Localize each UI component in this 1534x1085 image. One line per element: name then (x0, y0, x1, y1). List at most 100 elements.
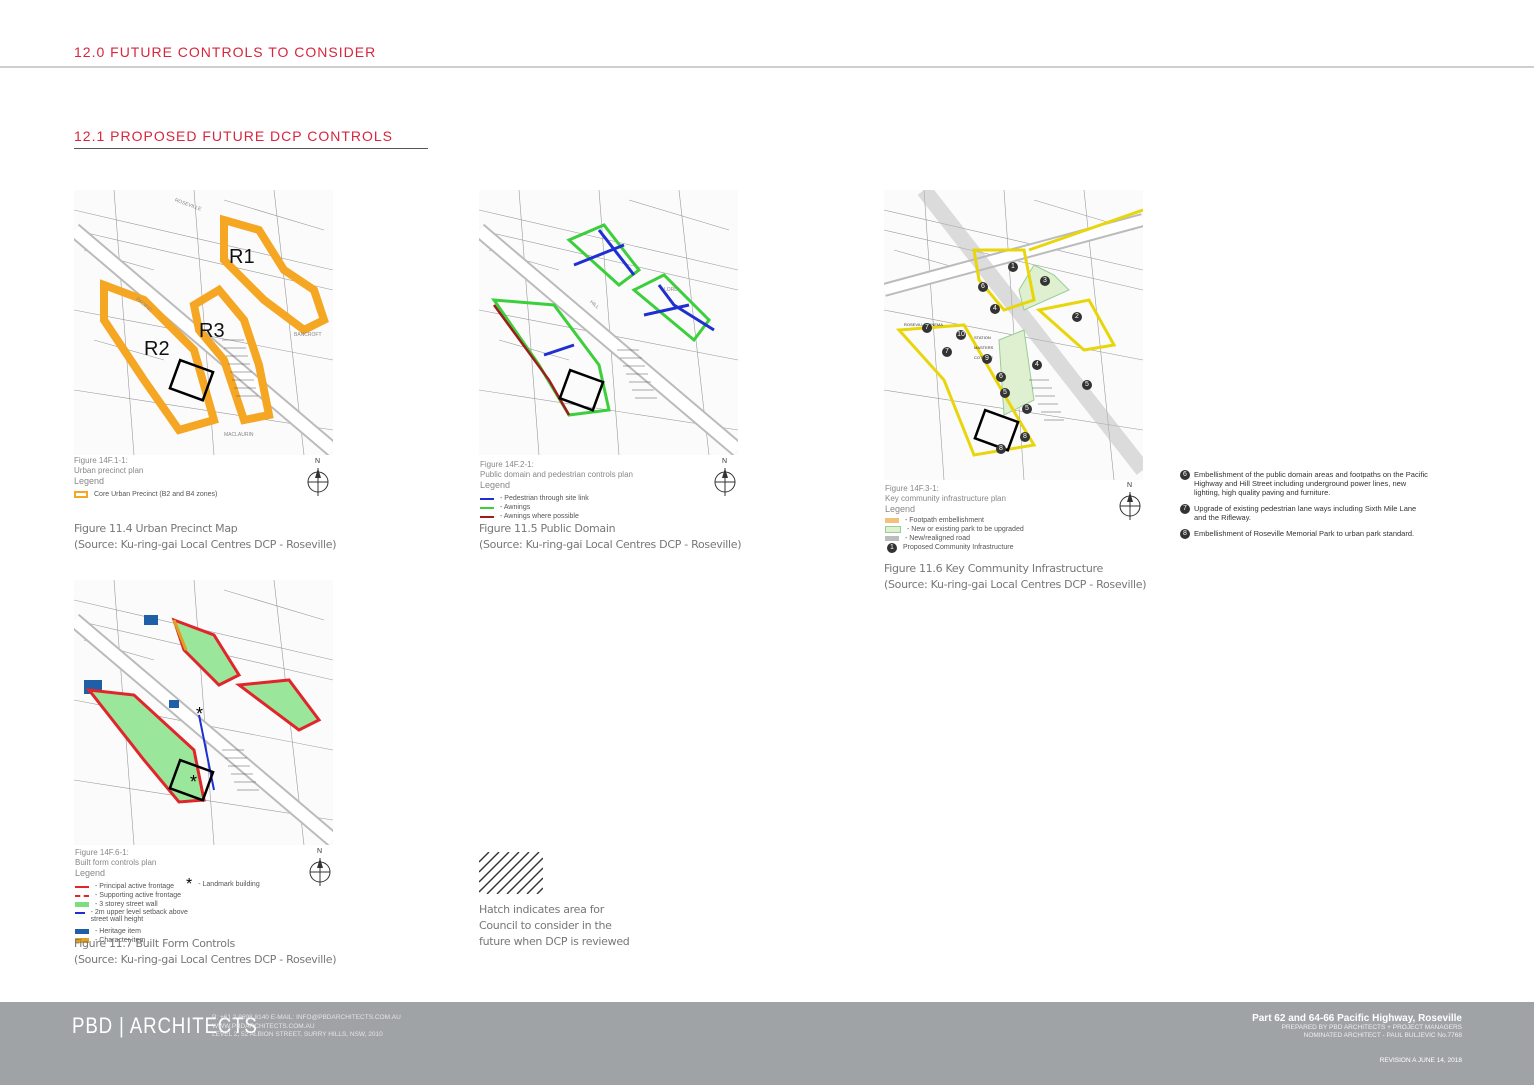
map-title-line: Urban precinct plan (74, 466, 144, 475)
north-arrow-icon: N (712, 458, 738, 498)
legend-item: - 2m upper level setback above street wa… (75, 909, 195, 927)
zone-label-r3: R3 (199, 320, 225, 342)
legend-label: - Character item (95, 937, 146, 944)
legend-item: * - Landmark building (186, 876, 260, 893)
note-number: 6 (1180, 470, 1190, 480)
figure-caption: Figure 11.7 Built Form Controls (Source:… (74, 936, 337, 968)
map-title-line: Figure 14F.1-1: (74, 456, 128, 465)
infrastructure-notes: 6 Embellishment of the public domain area… (1180, 470, 1430, 546)
legend-title: Legend (480, 480, 511, 490)
footer-bar (0, 1002, 1534, 1085)
legend-label: Core Urban Precinct (B2 and B4 zones) (94, 491, 218, 498)
legend-swatch (885, 536, 899, 541)
built-form-map-drawing (74, 580, 333, 845)
built-form-map: * * (74, 580, 333, 845)
subsection-rule (74, 148, 428, 149)
infrastructure-marker: 10 (956, 330, 966, 340)
infrastructure-marker: 7 (922, 323, 932, 333)
zone-label-r1: R1 (229, 246, 255, 268)
legend-label: - Awnings (500, 504, 531, 511)
infrastructure-marker: 6 (978, 282, 988, 292)
contact-line: WWW.PBDARCHITECTS.COM.AU (212, 1022, 315, 1030)
landmark-symbol: * (186, 875, 193, 893)
infrastructure-marker: 6 (996, 372, 1006, 382)
footer-project: Part 62 and 64-66 Pacific Highway, Rosev… (1252, 1013, 1462, 1040)
key-community-infrastructure-map-drawing (884, 190, 1143, 480)
caption-line: Figure 11.6 Key Community Infrastructure (884, 562, 1103, 575)
legend-label: - Principal active frontage (95, 883, 174, 890)
legend-label: - 2m upper level setback above street wa… (90, 909, 188, 923)
legend-label: - Landmark building (198, 881, 260, 888)
legend: - Pedestrian through site link - Awnings… (480, 494, 589, 521)
legend-swatch (75, 938, 89, 943)
infrastructure-marker: 4 (990, 304, 1000, 314)
north-arrow-icon: N (305, 458, 331, 498)
project-line: NOMINATED ARCHITECT - PAUL BULJEVIC No.7… (1303, 1032, 1462, 1039)
caption-line: (Source: Ku-ring-gai Local Centres DCP -… (74, 953, 337, 966)
legend-item: - Character item (75, 936, 195, 945)
map-title-line: Built form controls plan (75, 858, 157, 867)
caption-line: (Source: Ku-ring-gai Local Centres DCP -… (884, 578, 1147, 591)
landmark-building-marker: * (190, 772, 198, 792)
note-text: Embellishment of Roseville Memorial Park… (1194, 529, 1415, 538)
legend-item: - New or existing park to be upgraded (885, 525, 1024, 534)
legend-swatch (75, 885, 89, 888)
legend-swatch (75, 902, 89, 907)
legend-label: - Awnings where possible (500, 513, 579, 520)
legend-swatch (75, 929, 89, 934)
infrastructure-marker: 4 (1032, 360, 1042, 370)
legend: - Footpath embellishment - New or existi… (885, 516, 1024, 553)
legend-label: - New or existing park to be upgraded (907, 526, 1024, 533)
project-title: Part 62 and 64-66 Pacific Highway, Rosev… (1252, 1013, 1462, 1024)
map-title: Figure 14F.3-1: Key community infrastruc… (885, 484, 1006, 504)
map-title-line: Key community infrastructure plan (885, 494, 1006, 503)
legend-item: - Footpath embellishment (885, 516, 1024, 525)
north-arrow-icon: N (307, 848, 333, 888)
note-item: 6 Embellishment of the public domain area… (1180, 470, 1430, 497)
legend-label: - Footpath embellishment (905, 517, 984, 524)
map-title: Figure 14F.6-1: Built form controls plan (75, 848, 156, 868)
hatch-note-line: future when DCP is reviewed (479, 935, 630, 948)
landmark-building-marker: * (196, 704, 204, 724)
footer-contact: P: +61 2 9698 8140 E-MAIL: INFO@PBDARCHI… (212, 1014, 401, 1040)
legend-item: Core Urban Precinct (B2 and B4 zones) (74, 490, 217, 499)
urban-precinct-map: R1 R2 R3 ROSEVILLE PACIFIC MACLAURIN BAN… (74, 190, 333, 455)
map-title-line: Figure 14F.2-1: (480, 460, 534, 469)
legend: Core Urban Precinct (B2 and B4 zones) (74, 490, 217, 499)
legend-swatch (885, 526, 901, 533)
legend-item: - Awnings (480, 503, 589, 512)
caption-line: Figure 11.5 Public Domain (479, 522, 616, 535)
urban-precinct-map-drawing (74, 190, 333, 455)
legend-title: Legend (885, 504, 916, 514)
legend-item: - Awnings where possible (480, 512, 589, 521)
legend-title: Legend (75, 868, 106, 878)
legend-label: - Heritage item (95, 928, 141, 935)
infrastructure-marker: 5 (1082, 380, 1092, 390)
pbd-architects-logo: PBD | ARCHITECTS (72, 1013, 258, 1038)
legend-swatch (74, 491, 88, 498)
legend-label: - 3 storey street wall (95, 901, 158, 908)
figure-caption: Figure 11.6 Key Community Infrastructure… (884, 561, 1147, 593)
legend-item: - Pedestrian through site link (480, 494, 589, 503)
map-title: Figure 14F.1-1: Urban precinct plan (74, 456, 143, 476)
legend-item: - Supporting active frontage (75, 891, 195, 900)
zone-label-r2: R2 (144, 338, 170, 360)
north-label: N (315, 458, 321, 465)
hatch-note-line: Council to consider in the (479, 919, 612, 932)
project-line: PREPARED BY PBD ARCHITECTS + PROJECT MAN… (1281, 1024, 1462, 1031)
map-title: Figure 14F.2-1: Public domain and pedest… (480, 460, 633, 480)
hatch-swatch (478, 851, 544, 895)
key-community-infrastructure-map: ROSEVILLE CINEMA STATION MASTERS COTTAGE… (884, 190, 1143, 480)
caption-line: Figure 11.7 Built Form Controls (74, 937, 235, 950)
map-title-line: Figure 14F.6-1: (75, 848, 129, 857)
legend-swatch (75, 912, 85, 914)
legend-item: - Heritage item (75, 927, 195, 936)
note-text: Embellishment of the public domain areas… (1194, 470, 1428, 497)
legend-label: - Pedestrian through site link (500, 495, 589, 502)
header-rule (0, 66, 1534, 68)
street-label: BANCROFT (294, 332, 322, 338)
map-title-line: Figure 14F.3-1: (885, 484, 939, 493)
north-label: N (317, 848, 323, 855)
legend-label: Proposed Community Infrastructure (903, 544, 1014, 551)
